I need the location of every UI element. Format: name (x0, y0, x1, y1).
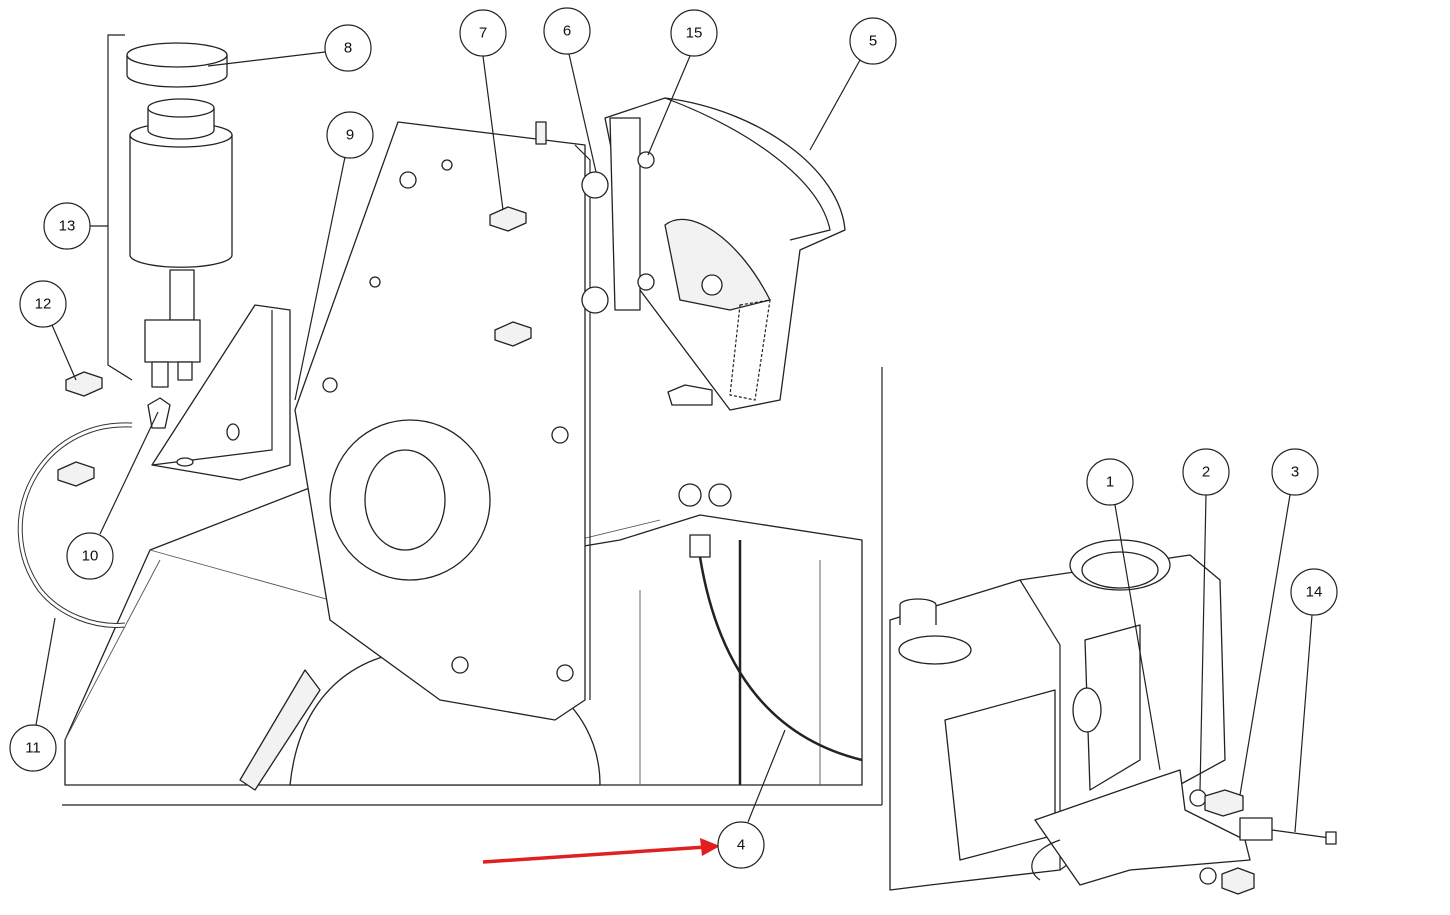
svg-text:5: 5 (869, 33, 877, 50)
bearing-assembly (329, 419, 491, 581)
inset-frame (62, 367, 883, 806)
bolts (57, 206, 532, 487)
hose (17, 422, 133, 628)
svg-text:9: 9 (346, 127, 354, 144)
callout-8: 8 (324, 24, 372, 72)
callout-4: 4 (717, 821, 765, 869)
belt-guard (581, 97, 846, 411)
svg-text:10: 10 (82, 548, 99, 565)
svg-text:6: 6 (563, 23, 571, 40)
callout-2: 2 (1182, 448, 1230, 496)
highlight-arrow (482, 838, 720, 864)
svg-text:7: 7 (479, 25, 487, 42)
svg-text:2: 2 (1202, 464, 1210, 481)
svg-text:1: 1 (1106, 474, 1114, 491)
callout-7: 7 (459, 9, 507, 57)
svg-text:3: 3 (1291, 464, 1299, 481)
callout-5: 5 (849, 17, 897, 65)
filter-group-bracket (107, 34, 133, 381)
leader-lines (35, 51, 1313, 833)
svg-text:8: 8 (344, 40, 352, 57)
callout-12: 12 (19, 280, 67, 328)
svg-text:15: 15 (686, 25, 703, 42)
callout-1: 1 (1086, 458, 1134, 506)
svg-text:4: 4 (737, 837, 745, 854)
callout-3: 3 (1271, 448, 1319, 496)
mount-bracket (1031, 769, 1337, 895)
svg-text:11: 11 (25, 740, 41, 757)
callout-11: 11 (9, 724, 57, 772)
callout-13: 13 (43, 202, 91, 250)
callout-9: 9 (326, 111, 374, 159)
svg-text:14: 14 (1306, 584, 1323, 601)
callout-10: 10 (66, 532, 114, 580)
svg-text:12: 12 (35, 296, 52, 313)
bracket (151, 304, 291, 481)
filter-assembly (126, 42, 233, 429)
fittings-and-tubes (678, 483, 863, 785)
callout-14: 14 (1290, 568, 1338, 616)
callout-15: 15 (670, 9, 718, 57)
svg-text:13: 13 (59, 218, 76, 235)
mounting-plate (294, 121, 591, 721)
callout-6: 6 (543, 7, 591, 55)
